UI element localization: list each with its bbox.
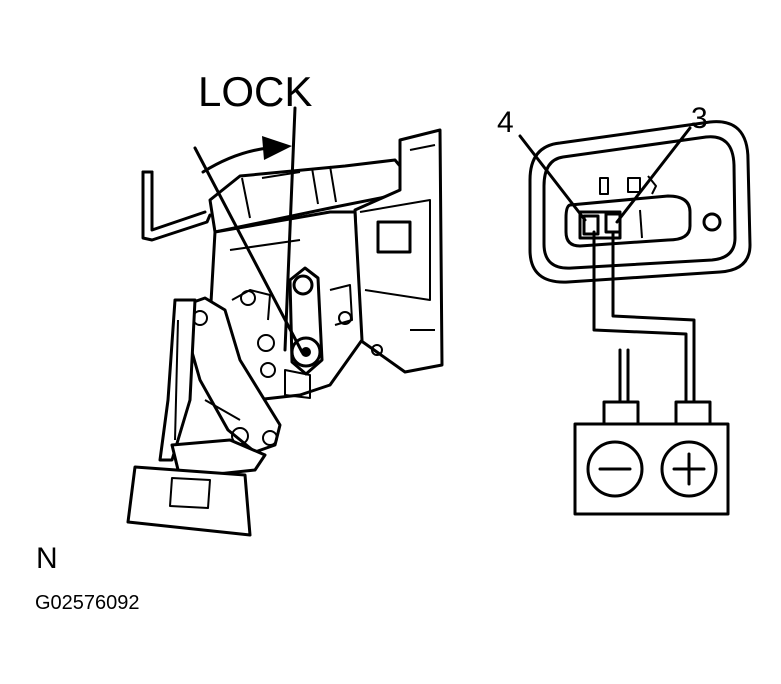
pin-3-label: 3 xyxy=(691,102,708,135)
positive-terminal-icon xyxy=(660,440,718,498)
door-lock-mechanism xyxy=(126,106,444,537)
test-leads xyxy=(592,230,696,406)
battery xyxy=(573,400,730,516)
negative-terminal-icon xyxy=(586,440,644,498)
figure-code: G02576092 xyxy=(35,592,140,614)
connector xyxy=(528,120,752,284)
position-label: N xyxy=(36,542,58,575)
pin-4-label: 4 xyxy=(497,106,514,139)
lock-label: LOCK xyxy=(198,68,312,115)
